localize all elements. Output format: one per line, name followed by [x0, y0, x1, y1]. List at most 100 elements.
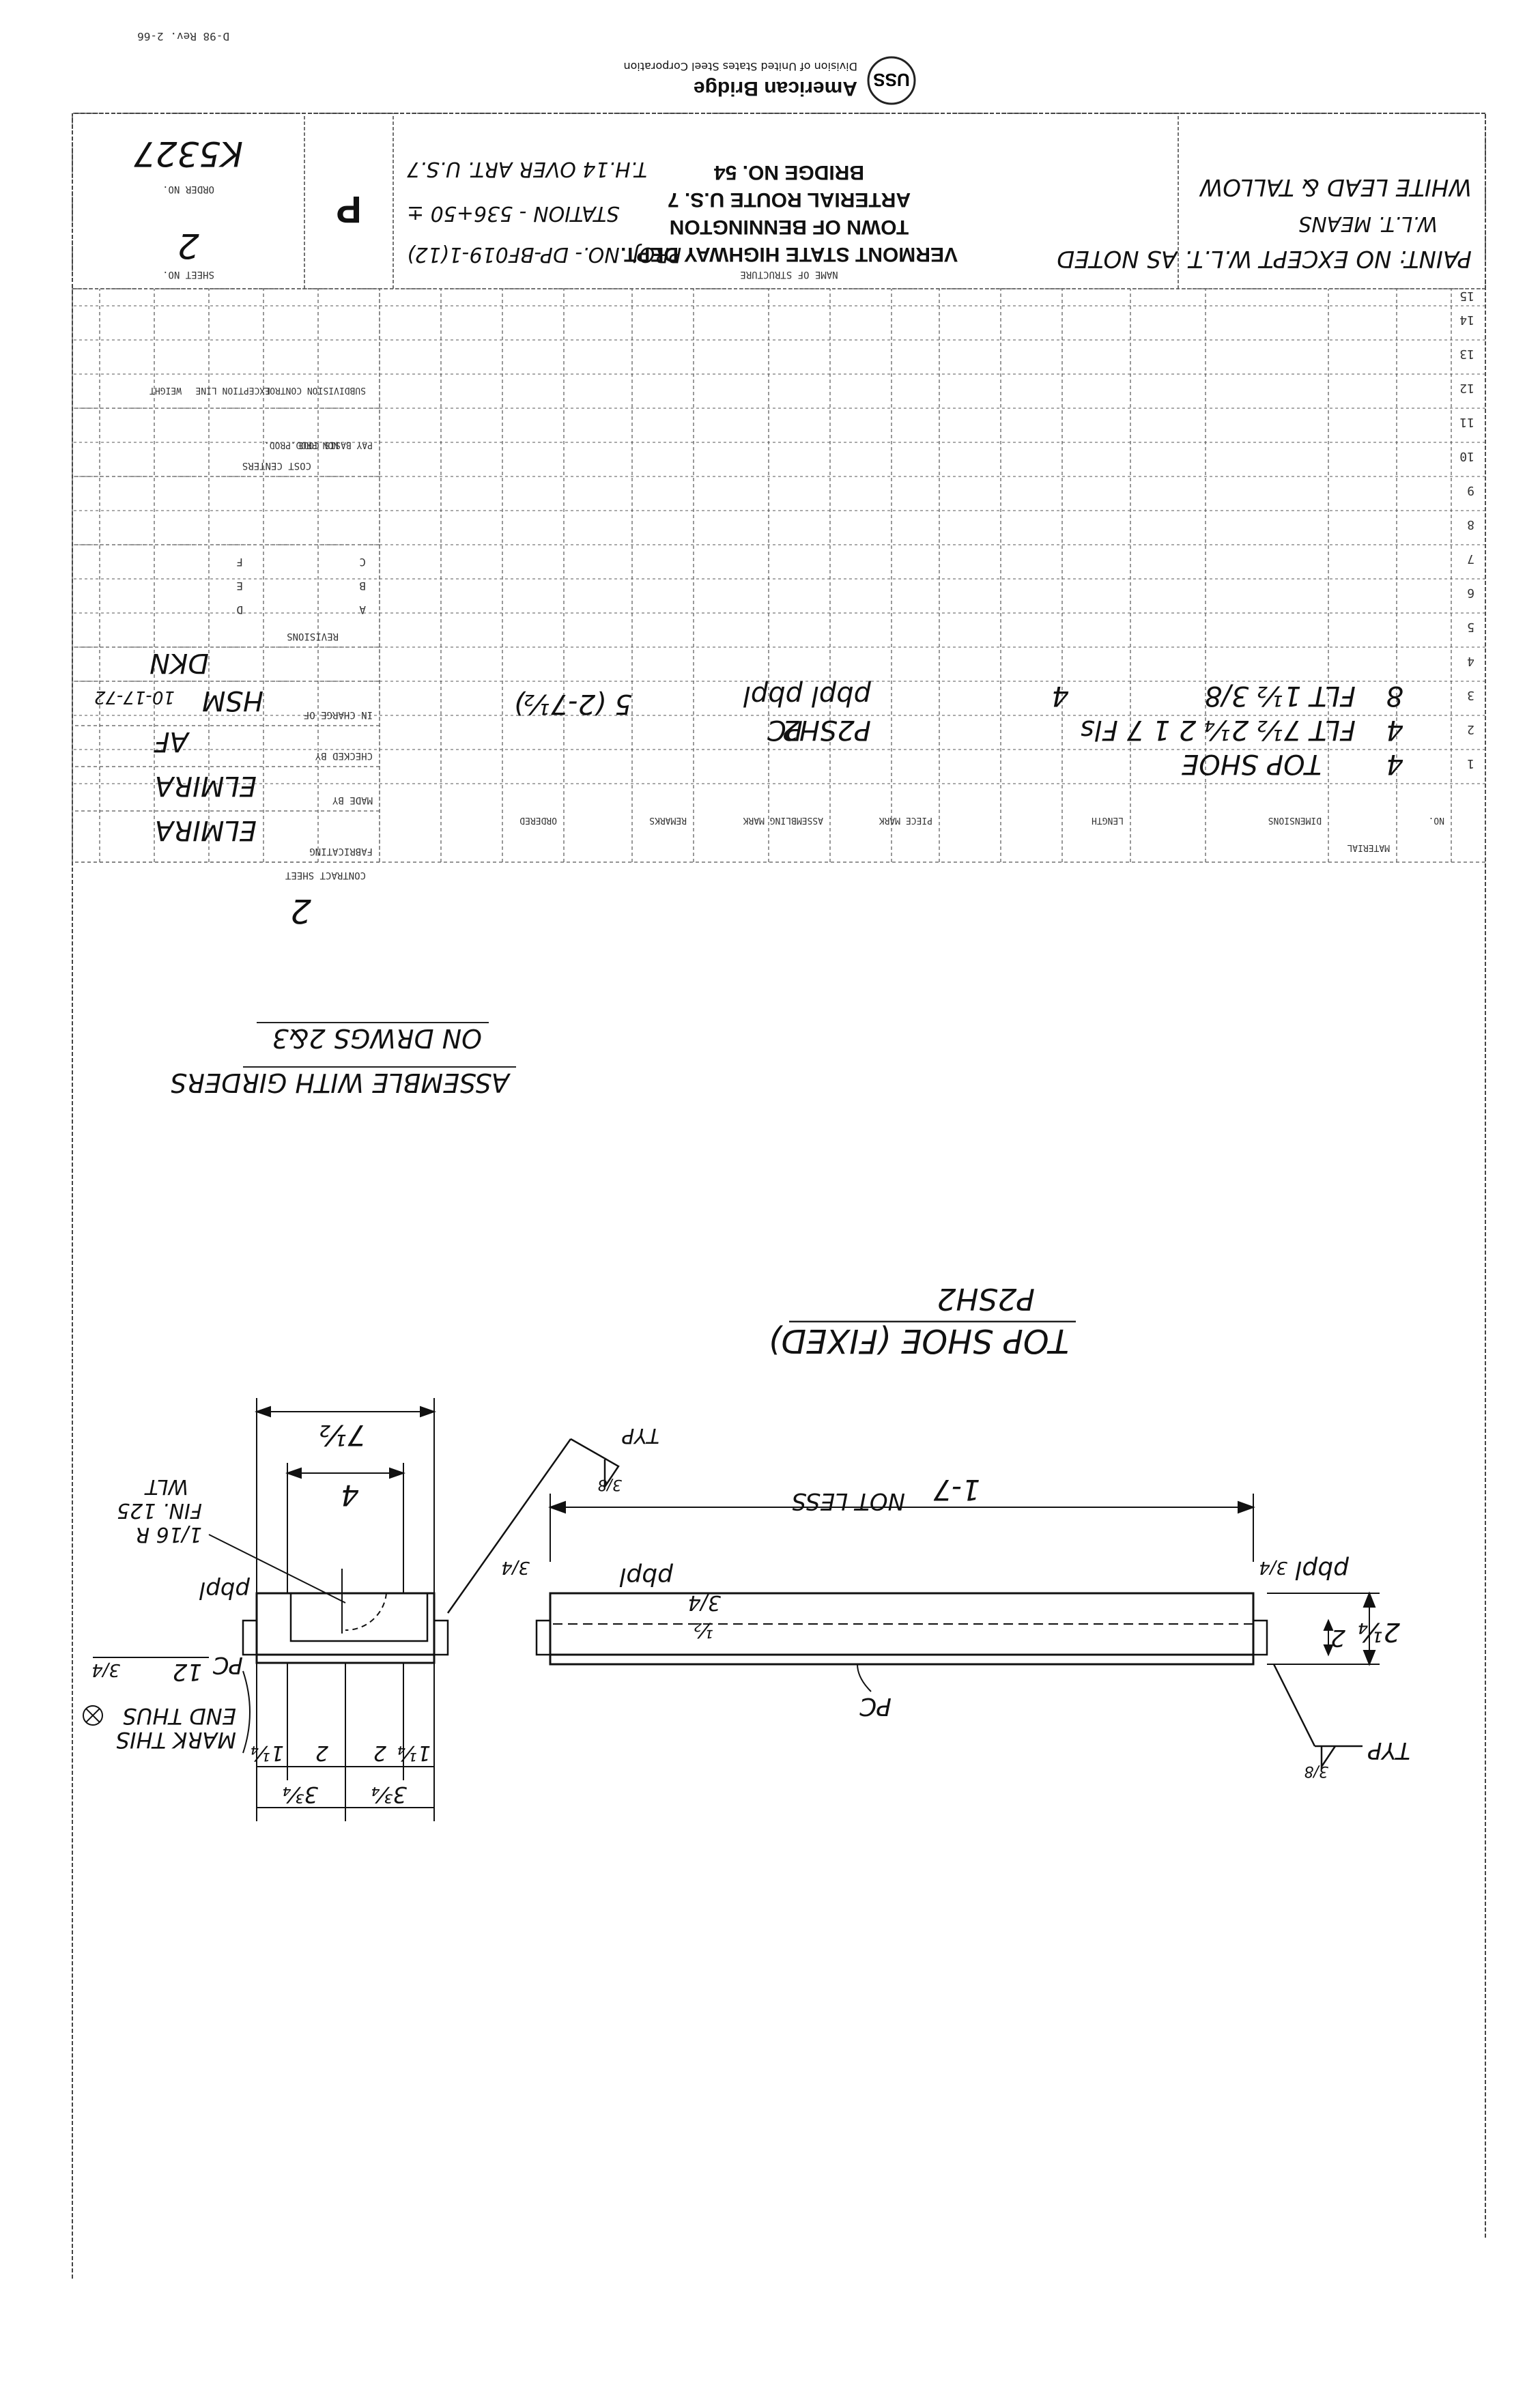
footer: USS American Bridge Division of United S…	[137, 30, 916, 105]
label-pbpl-left: pbpl	[1295, 1556, 1350, 1584]
label-pbpl-section: pbpl	[199, 1576, 251, 1603]
line-number: 6	[1467, 586, 1474, 600]
column-header: ASSEMBLING MARK	[743, 815, 823, 825]
outer-frame	[72, 113, 1486, 2279]
section-bottom-dimensions	[256, 1663, 435, 1821]
bottom-plate-outline	[549, 1653, 1255, 1666]
name-of-structure-label: NAME OF STRUCTURE	[740, 269, 838, 280]
section-pbpl-dim: 3/4	[688, 1591, 721, 1614]
revision-letter: D	[236, 603, 243, 616]
detail-piece-mark: P2SH2	[937, 1281, 1035, 1316]
sheet-number: 2	[177, 226, 199, 266]
section-top-dimensions	[254, 1398, 437, 1593]
weld-size: 3/8	[1304, 1763, 1328, 1780]
section-inner-width: 4	[341, 1479, 359, 1512]
line-number: 1	[1467, 756, 1474, 771]
column-header-material: MATERIAL	[1347, 842, 1390, 853]
elevation-view	[535, 1592, 1268, 1666]
line-number: 7	[1467, 552, 1474, 566]
line-number: 5	[1467, 620, 1474, 634]
row-desc: FLT 1½ 3/8	[1205, 680, 1356, 711]
line-number: 12	[1459, 381, 1474, 395]
line-number: 8	[1467, 517, 1474, 532]
bottom-dim: 2	[373, 1741, 386, 1765]
finish-label: FIN. 125	[117, 1498, 202, 1522]
uss-logo-text: USS	[873, 70, 909, 90]
mark-note-1: MARK THIS	[116, 1727, 236, 1753]
checked-by-label: CHECKED BY	[315, 750, 373, 761]
paint-sub-2: WHITE LEAD & TALLOW	[1199, 173, 1472, 201]
revision-letter: C	[359, 556, 366, 569]
title-block-text: PAINT: NO EXCEPT W.L.T. AS NOTED W.L.T. …	[134, 134, 1472, 280]
row-desc: TOP SHOE	[1181, 748, 1322, 780]
sheet-no-label: SHEET NO.	[162, 269, 214, 280]
length-dimension	[548, 1494, 1255, 1562]
assemble-note: ASSEMBLE WITH GIRDERS	[170, 1068, 511, 1098]
revision-letter: E	[236, 580, 243, 593]
checked-date: 10-17-72	[94, 687, 175, 707]
bottom-dim: 2	[315, 1741, 328, 1765]
class-letter: P	[336, 188, 361, 231]
material-grid-rows	[72, 305, 1485, 784]
weld-size-section: 3/8	[598, 1476, 622, 1493]
owner-line-4: BRIDGE NO. 54	[714, 161, 864, 184]
checked-by: HSM	[202, 685, 263, 716]
column-header: DIMENSIONS	[1268, 815, 1322, 825]
sub-label: PAY BASIS CODE	[298, 440, 373, 450]
cross-section-view	[242, 1592, 449, 1664]
radius-arc	[345, 1593, 387, 1631]
row-qty: 8	[1386, 680, 1403, 711]
paint-note: PAINT: NO EXCEPT W.L.T. AS NOTED	[1057, 245, 1472, 272]
revision-letter: B	[359, 580, 366, 593]
not-less-note: NOT LESS	[792, 1487, 905, 1515]
line-number: 2	[1467, 722, 1474, 737]
bottom-dim: 1¼	[398, 1741, 431, 1765]
notes: ASSEMBLE WITH GIRDERS ON DRWGS 2&3	[170, 1022, 516, 1098]
pbpl-dim-right: 3/4	[501, 1557, 530, 1578]
sub-label: NON PROD.	[291, 440, 339, 450]
section-width: 7½	[319, 1418, 366, 1452]
company-name: American Bridge	[694, 77, 857, 100]
radius-label: 1/16 R	[135, 1522, 202, 1546]
form-number: D-98 Rev. 2-66	[137, 30, 229, 43]
column-header: PIECE MARK	[879, 815, 932, 825]
line-number: 9	[1467, 483, 1474, 498]
sub-label: WEIGHT	[149, 385, 182, 395]
mark-cross-icon	[85, 1708, 100, 1723]
drawings-note: ON DRWGS 2&3	[272, 1023, 482, 1053]
contract-sheet: CONTRACT SHEET 2	[285, 870, 366, 930]
column-headers: MATERIAL NO. DIMENSIONS LENGTH PIECE MAR…	[519, 815, 1444, 853]
line-number: 14	[1459, 313, 1474, 327]
plate-height: 2	[1330, 1624, 1345, 1651]
row-qty: 4	[1386, 714, 1403, 745]
in-charge: DKN	[149, 647, 209, 679]
remarks-value: 5 (2-7½)	[514, 688, 632, 719]
column-header: REMARKS	[649, 815, 687, 825]
wlt-label: WLT	[144, 1474, 188, 1498]
line-number: 10	[1459, 449, 1474, 464]
fabricating-label: FABRICATING	[309, 846, 373, 857]
mark-circle-icon	[83, 1705, 103, 1726]
typ-label: TYP	[1367, 1737, 1410, 1764]
erecting-shop: ELMIRA	[155, 770, 257, 801]
mark-note-2: END THUS	[123, 1703, 236, 1729]
row-assembly: pbpl	[743, 680, 803, 711]
material-grid	[72, 288, 1486, 863]
column-header: LENGTH	[1092, 815, 1124, 825]
station: STATION - 536+50 ±	[407, 201, 619, 225]
th-over: T.H.14 OVER ART. U.S.7	[407, 157, 647, 181]
label-pbpl-right: pbpl	[619, 1563, 674, 1591]
revision-letter: F	[236, 556, 243, 569]
cost-centers-label: COST CENTERS	[242, 460, 311, 471]
line-number: 13	[1459, 347, 1474, 361]
owner-line-1: VERMONT STATE HIGHWAY DEPT.	[621, 243, 958, 266]
line-number: 11	[1459, 415, 1474, 429]
detail-title-text: TOP SHOE (FIXED)	[768, 1322, 1069, 1360]
line-number: 3	[1467, 688, 1474, 702]
company-division: Division of United States Steel Corporat…	[623, 60, 857, 73]
bill-rows: 4 TOP SHOE 4 FLT 7½ 2¼ 2 1 7 Fls P2SH2 P…	[514, 680, 1403, 780]
line-numbers: 1 2 3 4 5 6 7 8 9 10 11 12 13 14 15	[1459, 289, 1474, 771]
owner-line-3: ARTERIAL ROUTE U.S. 7	[668, 188, 911, 211]
